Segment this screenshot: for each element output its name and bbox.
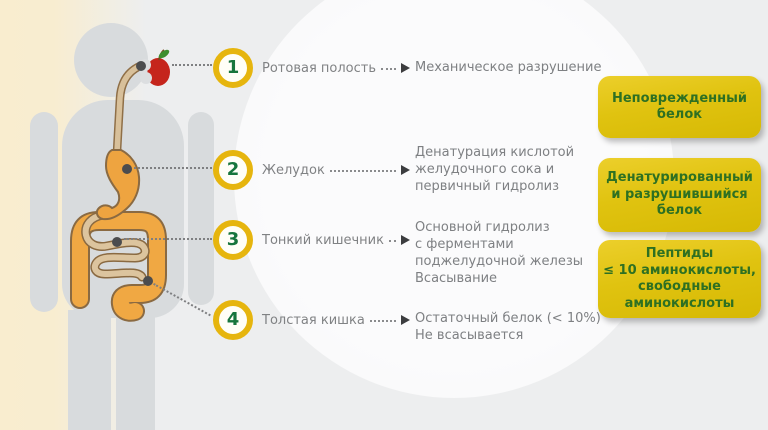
result-box-denatured-protein: Денатурированный и разрушившийся белок xyxy=(598,158,761,232)
dotted-leader xyxy=(381,67,396,70)
stage-row-2: Желудок xyxy=(262,160,410,180)
stage-row-1: Ротовая полость xyxy=(262,58,410,78)
stage-description-1: Механическое разрушение xyxy=(415,60,602,75)
apple-icon xyxy=(139,49,170,86)
dot-marker-icon-stomach xyxy=(122,164,132,174)
stage-number-badge-3: 3 xyxy=(213,220,253,260)
esophagus xyxy=(112,61,145,157)
triangle-right-icon xyxy=(401,315,410,325)
human-silhouette-right-arm xyxy=(188,112,214,305)
stage-label: Тонкий кишечник xyxy=(262,232,384,248)
dotted-leader xyxy=(388,239,396,242)
triangle-right-icon xyxy=(401,63,410,73)
stage-number-badge-4: 4 xyxy=(213,300,253,340)
stage-label: Желудок xyxy=(262,162,325,178)
connector-small-intestine xyxy=(124,238,212,240)
stage-number: 2 xyxy=(226,159,240,180)
stage-description-4: Остаточный белок (< 10%) Не всасывается xyxy=(415,311,601,343)
dotted-leader xyxy=(329,169,396,172)
dot-marker-icon-mouth xyxy=(136,61,146,71)
stage-label: Толстая кишка xyxy=(262,312,365,328)
triangle-right-icon xyxy=(401,235,410,245)
result-box-intact-protein: Неповрежденный белок xyxy=(598,76,761,138)
human-silhouette-left-arm xyxy=(30,112,58,312)
stage-description-3: Основной гидролиз с ферментами поджелудо… xyxy=(415,220,584,286)
stage-number: 3 xyxy=(226,229,240,250)
connector-mouth xyxy=(172,64,212,66)
stage-number-badge-1: 1 xyxy=(213,48,253,88)
result-box-peptides: Пептиды ≤ 10 аминокислоты, свободные ами… xyxy=(598,240,761,318)
stomach xyxy=(95,149,141,221)
stage-number: 1 xyxy=(226,57,240,78)
stage-number-badge-2: 2 xyxy=(213,150,253,190)
human-silhouette-head xyxy=(74,23,148,97)
stage-label: Ротовая полость xyxy=(262,60,376,76)
dot-marker-icon-large-intestine xyxy=(143,276,153,286)
human-silhouette-right-leg xyxy=(116,310,155,430)
stage-description-2: Денатурация кислотой желудочного сока и … xyxy=(415,145,575,194)
small-intestine xyxy=(81,210,150,282)
dotted-leader xyxy=(369,319,396,322)
stage-number: 4 xyxy=(226,309,240,330)
dot-marker-icon-small-intestine xyxy=(112,237,122,247)
stage-row-4: Толстая кишка xyxy=(262,310,410,330)
triangle-right-icon xyxy=(401,165,410,175)
human-silhouette-left-leg xyxy=(68,310,111,430)
connector-stomach xyxy=(134,167,212,169)
stage-row-3: Тонкий кишечник xyxy=(262,230,410,250)
